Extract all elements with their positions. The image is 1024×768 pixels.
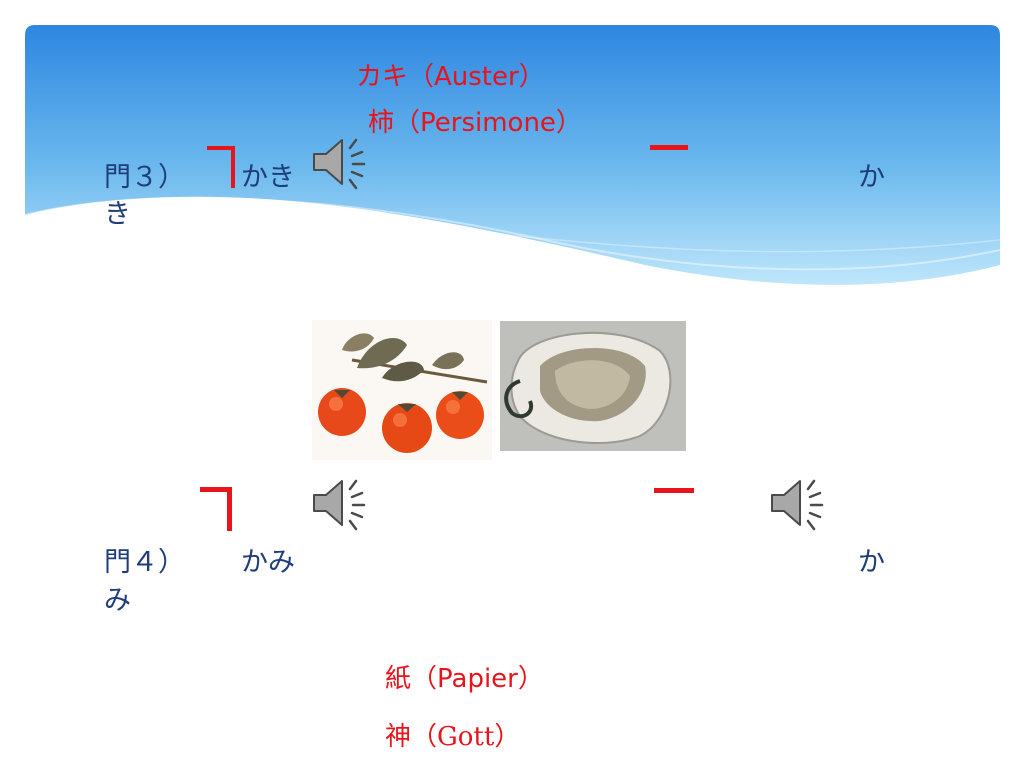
question-3-word-a: かき xyxy=(241,162,295,193)
question-3-word-b-line2: き xyxy=(104,199,131,230)
pitch-flat-icon xyxy=(654,488,694,493)
pitch-flat-icon xyxy=(650,145,688,150)
annotation-persimmon: 柿（Persimone） xyxy=(368,108,582,138)
annotation-god: 神（Gott） xyxy=(385,722,521,752)
question-4-word-b-line2: み xyxy=(104,585,131,616)
question-4-label: 門４） xyxy=(104,547,185,578)
speaker-icon[interactable] xyxy=(312,475,376,535)
annotation-oyster: カキ（Auster） xyxy=(356,62,545,92)
speaker-icon[interactable] xyxy=(312,134,376,194)
slide-header-banner xyxy=(25,25,1000,295)
question-3-word-b-line1: か xyxy=(858,162,885,193)
question-4-word-a: かみ xyxy=(241,547,295,578)
oyster-photo xyxy=(500,321,686,451)
question-4-word-b-line1: か xyxy=(858,547,885,578)
annotation-paper: 紙（Papier） xyxy=(385,664,544,694)
speaker-icon[interactable] xyxy=(770,475,834,535)
question-3-label: 門３） xyxy=(104,162,185,193)
persimmon-photo xyxy=(312,320,492,460)
